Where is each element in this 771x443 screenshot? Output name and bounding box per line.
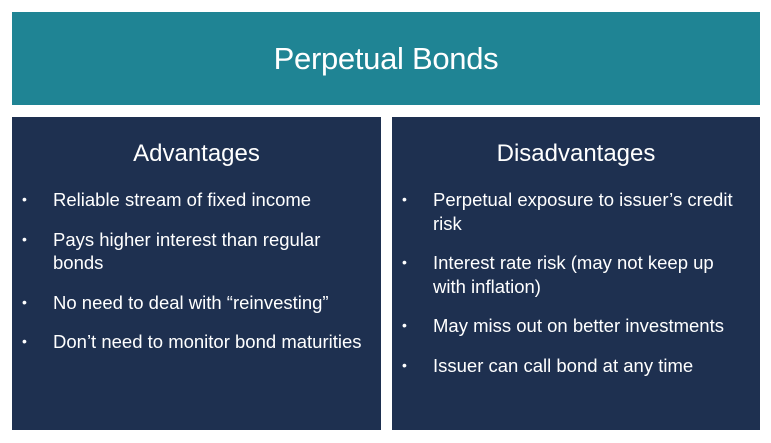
list-item: • Perpetual exposure to issuer’s credit r…: [392, 188, 760, 235]
bullet-icon: •: [22, 293, 27, 310]
list-item-text: Interest rate risk (may not keep up with…: [433, 252, 714, 297]
disadvantages-list: • Perpetual exposure to issuer’s credit r…: [392, 188, 760, 377]
list-item: • Issuer can call bond at any time: [392, 354, 760, 378]
list-item-text: Pays higher interest than regular bonds: [53, 228, 321, 274]
list-item: • May miss out on better investments: [392, 314, 760, 338]
list-item-text: Perpetual exposure to issuer’s credit ri…: [433, 189, 733, 234]
list-item-text: Reliable stream of fixed income: [53, 189, 312, 210]
advantages-heading: Advantages: [133, 140, 260, 167]
list-item-text: Don’t need to monitor bond maturities: [53, 331, 362, 352]
bullet-icon: •: [402, 356, 407, 373]
bullet-icon: •: [402, 254, 407, 270]
bullet-icon: •: [22, 333, 27, 349]
bullet-icon: •: [22, 230, 27, 247]
page-title: Perpetual Bonds: [273, 40, 499, 76]
list-item-text: No need to deal with “reinvesting”: [53, 291, 329, 313]
disadvantages-heading: Disadvantages: [496, 140, 656, 167]
list-item: • No need to deal with “reinvesting”: [12, 291, 381, 315]
disadvantages-panel: Disadvantages • Perpetual exposure to iss…: [392, 117, 760, 430]
list-item-text: Issuer can call bond at any time: [433, 354, 694, 376]
list-item: • Don’t need to monitor bond maturities: [12, 330, 381, 354]
bullet-icon: •: [22, 191, 27, 207]
bullet-icon: •: [402, 191, 407, 207]
list-item: • Pays higher interest than regular bonds: [12, 228, 381, 275]
list-item-text: May miss out on better investments: [433, 315, 724, 336]
list-item: • Reliable stream of fixed income: [12, 188, 381, 212]
bullet-icon: •: [402, 317, 407, 333]
title-banner: Perpetual Bonds: [12, 12, 760, 105]
list-item: • Interest rate risk (may not keep up wit…: [392, 251, 760, 298]
advantages-panel: Advantages • Reliable stream of fixed inc…: [12, 117, 381, 430]
advantages-list: • Reliable stream of fixed income • Pays h…: [12, 188, 381, 354]
